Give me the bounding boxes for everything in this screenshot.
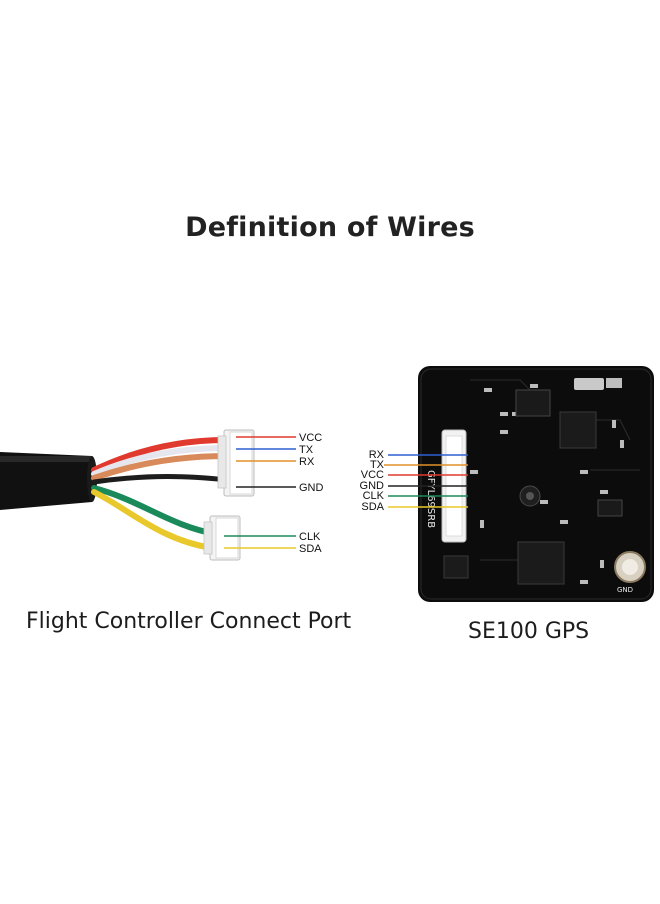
gps-label-vcc: VCC — [361, 469, 384, 481]
cable-caption: Flight Controller Connect Port — [26, 609, 352, 634]
chip-gps — [559, 411, 597, 449]
wire-vcc — [91, 437, 229, 473]
gps-board: GFYL69SRB GND — [418, 366, 654, 602]
gps-label-tx: TX — [370, 459, 385, 471]
wire-rx — [91, 453, 229, 481]
cable-label-clk: CLK — [299, 531, 321, 543]
gps-label-gnd: GND — [360, 480, 385, 492]
chip-flash — [517, 541, 565, 585]
gps-caption: SE100 GPS — [468, 619, 590, 644]
gps-label-clk: CLK — [363, 490, 385, 502]
cable-jacket — [0, 452, 92, 510]
gps-label-rx: RX — [369, 449, 385, 461]
page-title: Definition of Wires — [185, 212, 475, 243]
cable-label-rx: RX — [299, 456, 315, 468]
board-silkscreen-text: GFYL69SRB — [425, 470, 436, 528]
cable-label-vcc: VCC — [299, 432, 322, 444]
crystal — [574, 378, 604, 390]
board-gnd-mark: GND — [617, 586, 633, 594]
cable-label-gnd: GND — [299, 482, 324, 494]
wire-sda — [91, 489, 215, 551]
cable-label-tx: TX — [299, 444, 314, 456]
wire-gnd — [91, 474, 231, 485]
cable-assembly: VCC TX RX GND CLK SDA — [0, 429, 324, 561]
wire-white — [91, 445, 229, 477]
wire-clk — [91, 485, 219, 537]
gps-label-sda: SDA — [361, 501, 384, 513]
cable-label-sda: SDA — [299, 543, 322, 555]
